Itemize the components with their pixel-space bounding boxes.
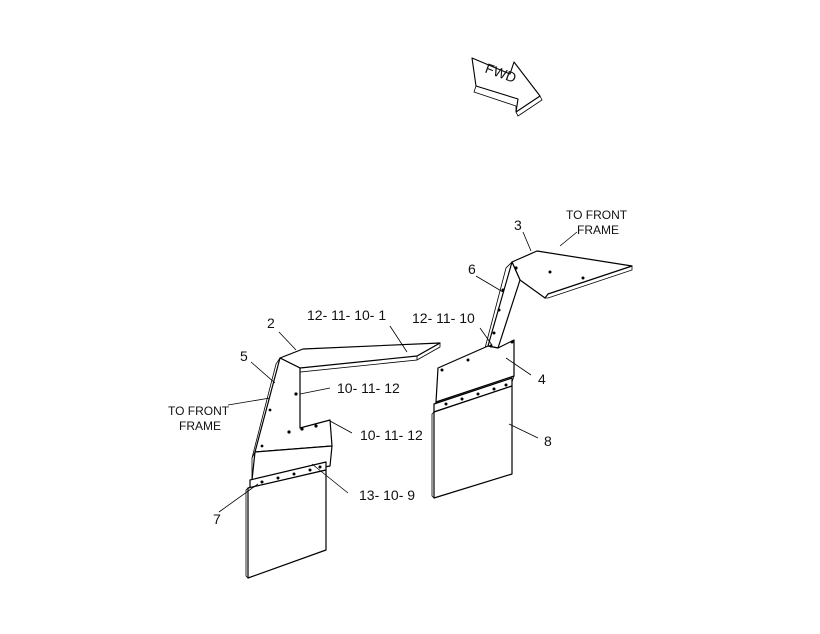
callouts: 3 6 12- 11- 10 12- 11- 10- 1 2 5 4 10- 1… [213,217,552,527]
note-left-line-1: TO FRONT [168,404,230,418]
note-right-line-1: TO FRONT [566,208,628,222]
callout-10-11-12-upper: 10- 11- 12 [337,380,400,396]
note-left-to-front-frame: TO FRONT FRAME [168,404,230,433]
note-right-line-2: FRAME [577,223,619,237]
callout-6: 6 [468,261,476,277]
left-mud-flap [245,469,327,579]
callout-5: 5 [240,348,248,364]
callout-8: 8 [544,433,552,449]
note-right-to-front-frame: TO FRONT FRAME [566,208,628,237]
callout-12-11-10-1: 12- 11- 10- 1 [307,307,386,323]
callout-4: 4 [538,371,546,387]
right-mounting-bracket [433,250,633,413]
callout-12-11-10: 12- 11- 10 [412,310,475,326]
callout-2: 2 [267,315,275,331]
callout-10-11-12-lower: 10- 11- 12 [360,427,423,443]
fwd-arrow: FWD [471,57,543,117]
leader-lines [218,231,578,513]
callout-13-10-9: 13- 10- 9 [359,487,415,503]
note-left-line-2: FRAME [179,419,221,433]
right-mud-flap [431,385,513,499]
callout-7: 7 [213,511,221,527]
left-mounting-bracket [249,342,441,489]
callout-3: 3 [514,217,522,233]
